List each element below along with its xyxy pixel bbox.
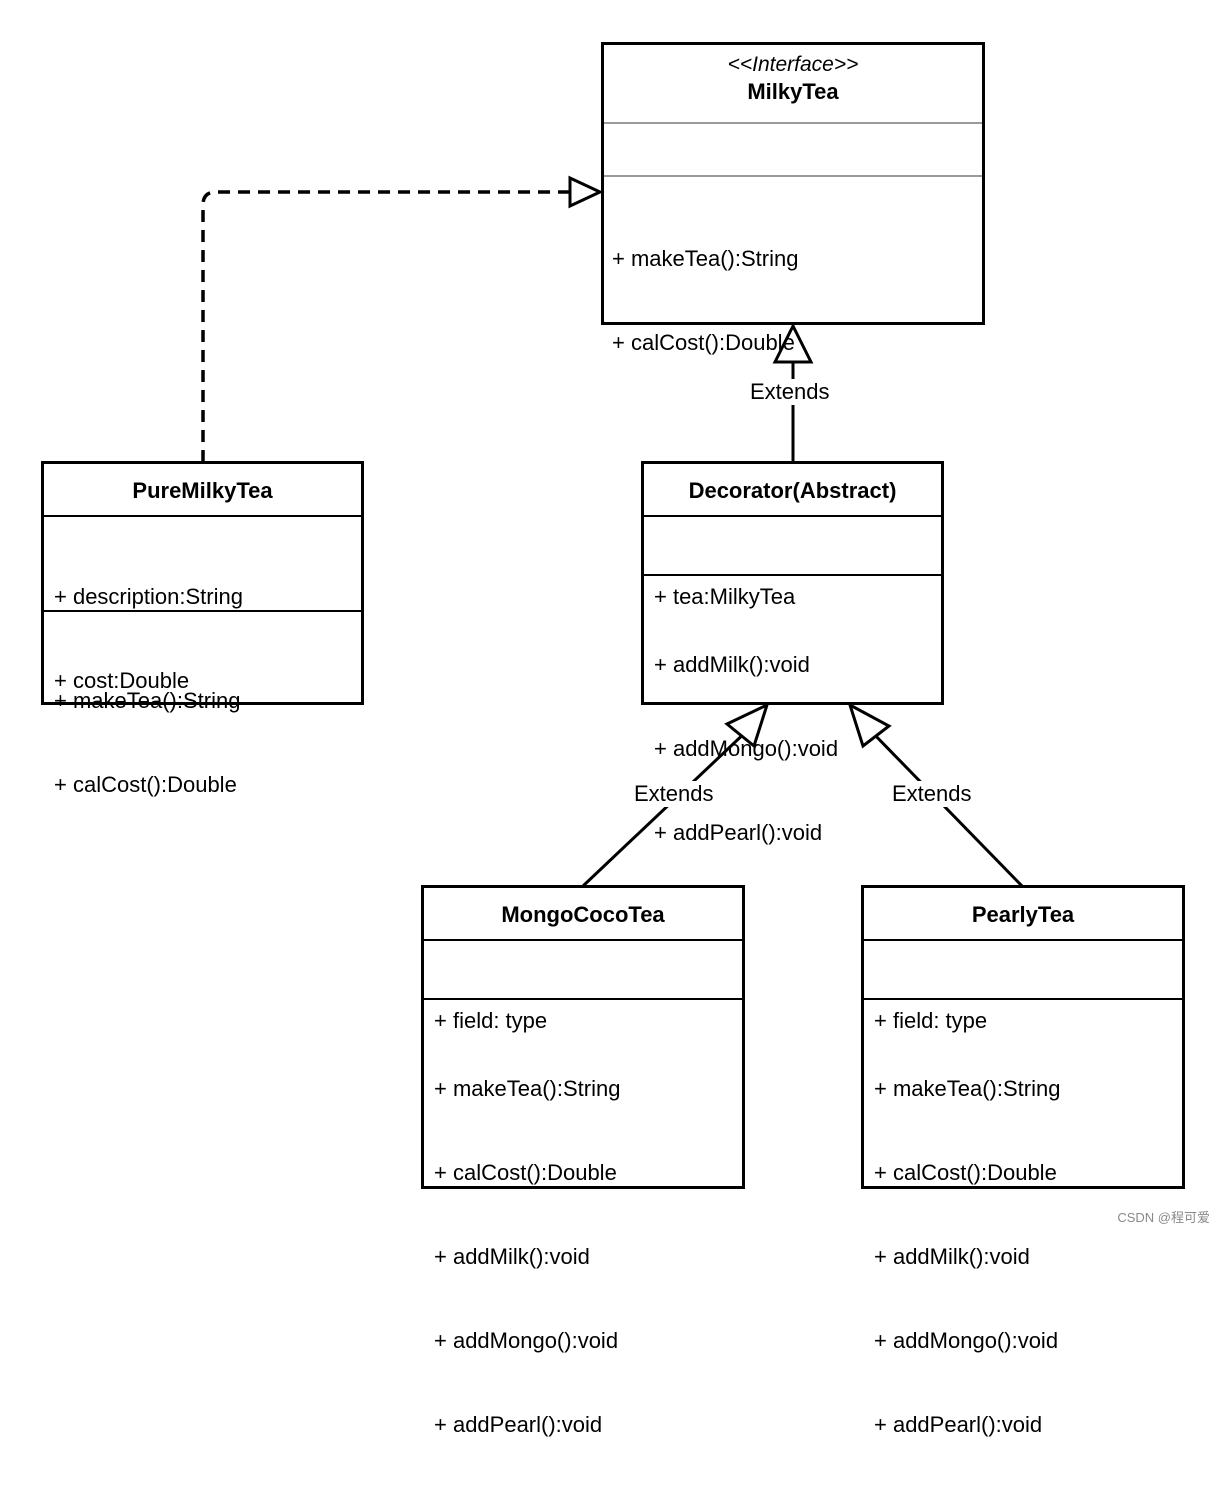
class-name: Decorator(Abstract) — [688, 478, 897, 503]
class-decorator[interactable]: Decorator(Abstract) + tea:MilkyTea + add… — [641, 461, 944, 845]
methods-section: + makeTea():String + calCost():Double — [44, 612, 361, 855]
field: + cost:Double — [54, 668, 190, 693]
method: + addPearl():void — [434, 1412, 603, 1437]
extends-label-decorator: Extends — [748, 379, 832, 405]
attributes-section: + description:String + cost:Double — [44, 517, 361, 693]
class-name: PureMilkyTea — [132, 478, 273, 503]
method: + makeTea():String — [612, 246, 799, 271]
methods-section: + makeTea():String + calCost():Double — [604, 177, 982, 413]
section-divider — [604, 122, 982, 124]
method: + makeTea():String — [874, 1076, 1061, 1101]
section-divider — [644, 515, 941, 517]
method: + addMongo():void — [654, 736, 839, 761]
attributes-section — [604, 124, 982, 175]
section-divider — [604, 175, 982, 177]
method: + addMilk():void — [434, 1244, 590, 1269]
method: + addMongo():void — [434, 1328, 619, 1353]
method: + calCost():Double — [54, 772, 237, 797]
section-divider — [644, 574, 941, 576]
field: + field: type — [874, 1008, 988, 1033]
interface-stereotype: <<Interface>> — [727, 53, 859, 76]
method: + calCost():Double — [434, 1160, 617, 1185]
watermark: CSDN @程可爱 — [1117, 1210, 1210, 1225]
section-divider — [44, 610, 361, 612]
section-divider — [424, 939, 742, 941]
method: + calCost():Double — [612, 330, 795, 355]
method: + makeTea():String — [54, 688, 241, 713]
methods-section: + makeTea():String + calCost():Double + … — [424, 1000, 742, 1495]
methods-section: + addMilk():void + addMongo():void + add… — [644, 576, 941, 903]
method: + calCost():Double — [874, 1160, 1057, 1185]
method: + addPearl():void — [654, 820, 823, 845]
extends-arrowhead-pearly — [847, 701, 892, 749]
realization-arrowhead — [568, 175, 604, 209]
method: + addMilk():void — [874, 1244, 1030, 1269]
field: + tea:MilkyTea — [654, 584, 796, 609]
extends-label-pearly: Extends — [890, 781, 974, 807]
extends-line-pearly — [866, 726, 1024, 888]
class-name: MongoCocoTea — [501, 902, 665, 927]
class-pearlytea[interactable]: PearlyTea + field: type + makeTea():Stri… — [861, 885, 1185, 1437]
field: + field: type — [434, 1008, 548, 1033]
class-milkytea-interface[interactable]: <<Interface>> MilkyTea + makeTea():Strin… — [601, 42, 985, 355]
extends-arrowhead-decorator — [772, 322, 814, 364]
method: + addMilk():void — [654, 652, 810, 677]
method: + makeTea():String — [434, 1076, 621, 1101]
section-divider — [424, 998, 742, 1000]
realization-line — [201, 190, 570, 462]
extends-label-mongo: Extends — [632, 781, 716, 807]
method: + addPearl():void — [874, 1412, 1043, 1437]
method: + addMongo():void — [874, 1328, 1059, 1353]
section-divider — [864, 939, 1182, 941]
attributes-section: + field: type — [864, 941, 1182, 1033]
attributes-section: + tea:MilkyTea — [644, 517, 941, 609]
relationship-lines — [201, 175, 1024, 888]
class-puremilkytea[interactable]: PureMilkyTea + description:String + cost… — [41, 461, 364, 797]
section-divider — [864, 998, 1182, 1000]
extends-line-mongo — [581, 726, 752, 888]
class-name: PearlyTea — [971, 902, 1075, 927]
class-name: MilkyTea — [747, 79, 839, 104]
class-mongococotea[interactable]: MongoCocoTea + field: type + makeTea():S… — [421, 885, 745, 1437]
field: + description:String — [54, 584, 243, 609]
attributes-section: + field: type — [424, 941, 742, 1033]
methods-section: + makeTea():String + calCost():Double + … — [864, 1000, 1182, 1495]
section-divider — [44, 515, 361, 517]
extends-arrowhead-mongo — [724, 702, 770, 749]
